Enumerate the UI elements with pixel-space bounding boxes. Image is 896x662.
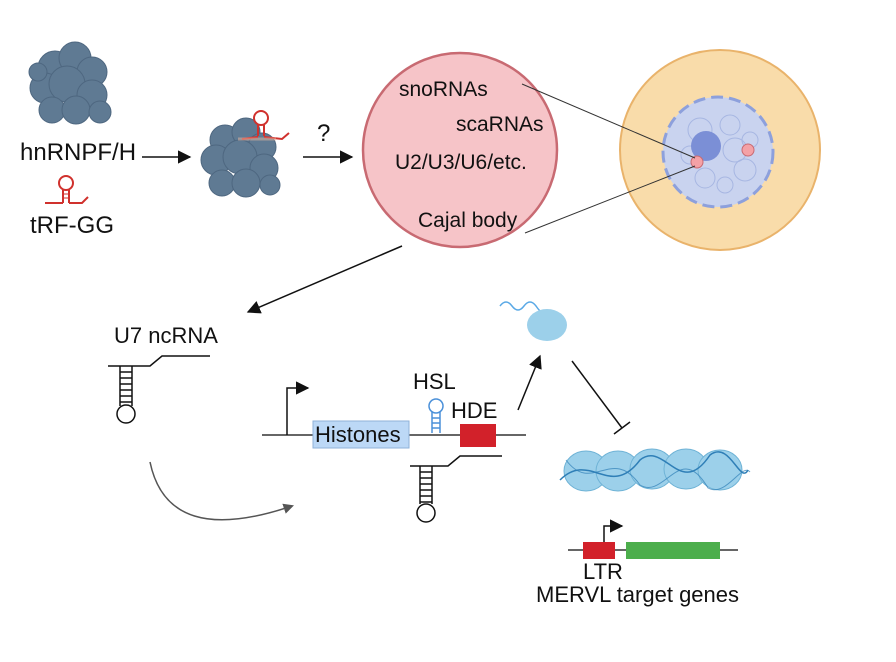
- hsl-hairpin-icon: [428, 398, 444, 433]
- cajal-item-scarnas: scaRNAs: [456, 113, 544, 136]
- ltr-label: LTR: [583, 559, 623, 584]
- hde-box: [460, 424, 496, 447]
- inhibition-bar: [613, 421, 631, 435]
- cajal-item-u-snrnas: U2/U3/U6/etc.: [395, 151, 527, 174]
- hde-label: HDE: [451, 398, 498, 423]
- histones-box: [312, 420, 410, 449]
- bound-trf-hairpin-icon: [238, 110, 290, 141]
- cajal-body-dot-1: [690, 155, 704, 169]
- hsl-label: HSL: [413, 369, 456, 394]
- inhibition-line: [571, 360, 623, 429]
- question-mark: ?: [317, 120, 331, 147]
- chromatin-nucleosomes: [559, 448, 751, 492]
- curved-arrow: [149, 461, 294, 521]
- cajal-body-dot-2: [741, 143, 755, 157]
- ltr-promoter-arrow: [603, 519, 624, 542]
- zoom-line-bottom: [524, 165, 696, 234]
- nucleolus: [691, 131, 721, 161]
- arrow-to-histone-protein: [517, 354, 542, 411]
- u7-hairpin-bound-icon: [410, 455, 502, 523]
- histones-label: Histones: [315, 422, 401, 447]
- cajal-body-label: Cajal body: [418, 209, 518, 232]
- cajal-item-snornas: snoRNAs: [399, 78, 488, 101]
- u7-hairpin-icon: [108, 355, 210, 424]
- arrow-to-u7: [246, 245, 403, 314]
- ltr-box: [583, 542, 615, 559]
- histone-protein-icon: [527, 309, 567, 341]
- protein-tail: [499, 301, 545, 315]
- histone-promoter-arrow: [286, 381, 310, 435]
- trf-gg-label: tRF-GG: [30, 212, 114, 239]
- target-gene-box: [626, 542, 720, 559]
- hnrnp-protein-icon: [28, 41, 112, 125]
- trf-gg-hairpin-icon: [45, 175, 89, 204]
- u7-ncrna-label: U7 ncRNA: [114, 323, 218, 348]
- mervl-target-genes-label: MERVL target genes: [536, 582, 740, 607]
- complex-protein-icon: [200, 117, 281, 198]
- hnrnp-label: hnRNPF/H: [20, 139, 137, 166]
- chromatin-texture: [680, 114, 759, 194]
- zoom-line-top: [521, 83, 696, 159]
- cajal-body-circle: [361, 51, 559, 249]
